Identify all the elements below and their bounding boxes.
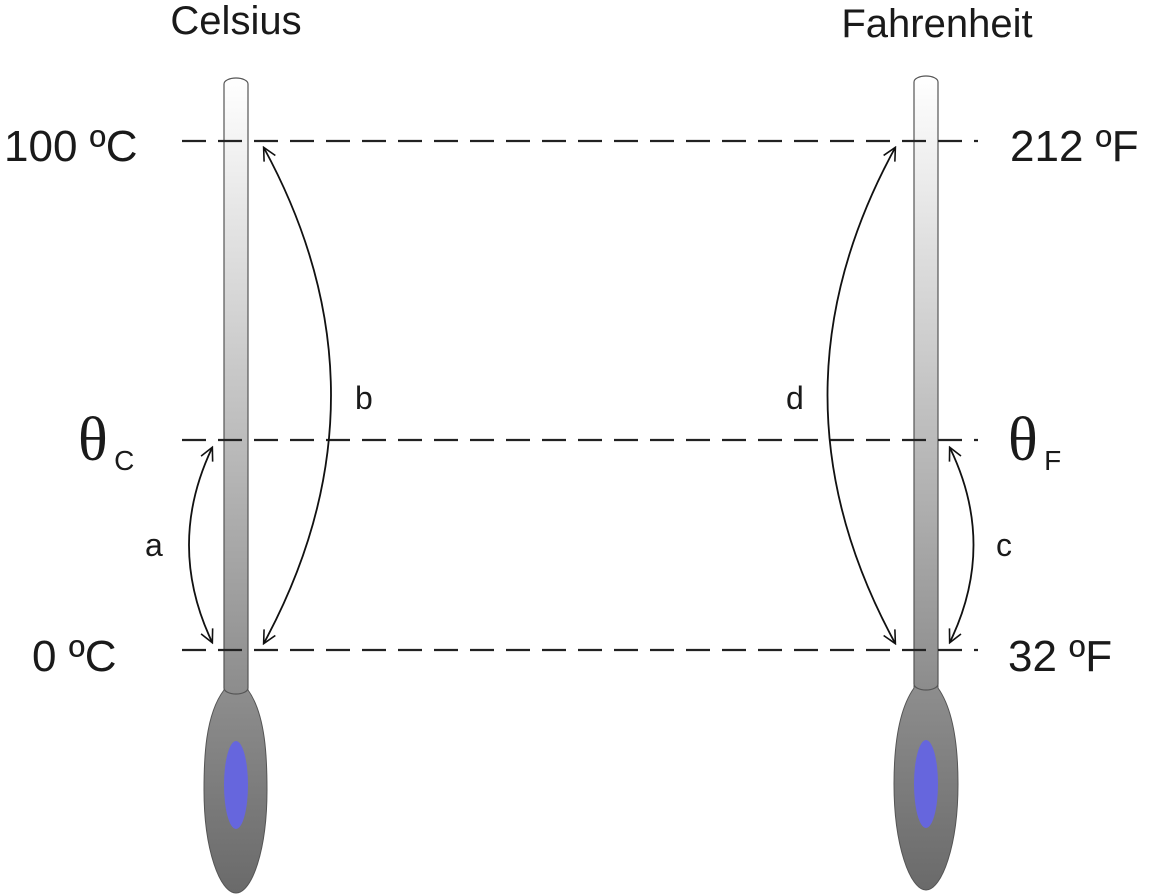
fahrenheit-theta-symbol: θ: [1008, 406, 1038, 474]
celsius-top-label: 100 ºC: [4, 122, 137, 171]
arc-b-label: b: [355, 380, 373, 416]
celsius-title: Celsius: [170, 0, 301, 43]
arc-a: [188, 448, 212, 642]
celsius-thermometer: [203, 77, 268, 894]
fahrenheit-thermometer-tube: [913, 75, 939, 691]
arc-d: [826, 148, 896, 643]
celsius-theta-symbol: θ: [78, 406, 108, 474]
arc-b: [264, 148, 332, 643]
celsius-thermometer-liquid: [224, 741, 248, 829]
arc-a-label: a: [145, 527, 163, 563]
celsius-theta-subscript: C: [114, 445, 134, 476]
celsius-thermometer-tube: [223, 77, 249, 695]
celsius-bottom-label: 0 ºC: [32, 632, 117, 681]
fahrenheit-title: Fahrenheit: [841, 2, 1032, 46]
fahrenheit-theta-label: θ F: [1008, 406, 1061, 476]
celsius-theta-label: θ C: [78, 406, 134, 476]
fahrenheit-top-label: 212 ºF: [1010, 122, 1139, 171]
fahrenheit-thermometer-liquid: [914, 740, 938, 828]
arc-c: [950, 448, 975, 642]
fahrenheit-bottom-label: 32 ºF: [1008, 632, 1112, 681]
arc-d-label: d: [786, 380, 804, 416]
arc-c-label: c: [996, 527, 1012, 563]
fahrenheit-theta-subscript: F: [1044, 445, 1061, 476]
fahrenheit-thermometer: [893, 75, 959, 891]
